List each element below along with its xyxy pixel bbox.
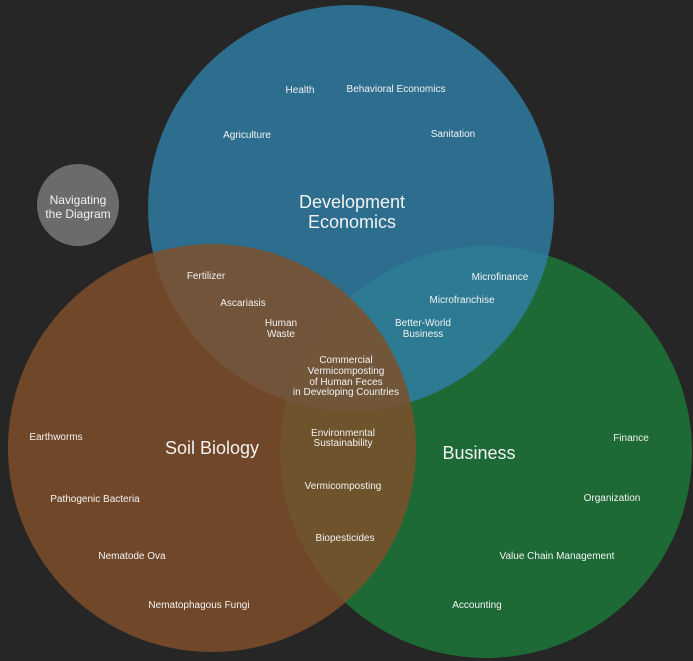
label-organization[interactable]: Organization <box>584 493 641 504</box>
label-env-1[interactable]: Environmental <box>311 428 375 439</box>
label-center-4[interactable]: in Developing Countries <box>293 387 399 398</box>
business-title: Business <box>442 443 515 463</box>
label-human-waste-1[interactable]: Human <box>265 318 297 329</box>
nav-line-2: the Diagram <box>45 207 110 221</box>
label-sanitation[interactable]: Sanitation <box>431 129 475 140</box>
label-microfinance[interactable]: Microfinance <box>472 272 529 283</box>
label-earthworms[interactable]: Earthworms <box>29 432 82 443</box>
label-better-world-2[interactable]: Business <box>403 329 444 340</box>
label-health[interactable]: Health <box>286 85 315 96</box>
label-ascariasis[interactable]: Ascariasis <box>220 298 266 309</box>
label-fertilizer[interactable]: Fertilizer <box>187 271 226 282</box>
label-microfranchise[interactable]: Microfranchise <box>429 295 494 306</box>
label-vermicomposting[interactable]: Vermicomposting <box>305 481 382 492</box>
soil-biology-circle[interactable] <box>8 244 416 652</box>
nav-line-1: Navigating <box>50 193 107 207</box>
label-human-waste-2[interactable]: Waste <box>267 329 295 340</box>
label-agriculture[interactable]: Agriculture <box>223 130 271 141</box>
label-center-1[interactable]: Commercial <box>319 355 372 366</box>
label-behavioral[interactable]: Behavioral Economics <box>347 84 446 95</box>
nav-button[interactable]: Navigating the Diagram <box>37 164 119 246</box>
label-env-2[interactable]: Sustainability <box>314 438 373 449</box>
label-value-chain[interactable]: Value Chain Management <box>500 551 615 562</box>
label-accounting[interactable]: Accounting <box>452 600 501 611</box>
development-title-1: Development <box>299 192 405 212</box>
label-pathogenic[interactable]: Pathogenic Bacteria <box>50 494 140 505</box>
label-biopesticides[interactable]: Biopesticides <box>316 533 375 544</box>
label-finance[interactable]: Finance <box>613 433 649 444</box>
label-center-3[interactable]: of Human Feces <box>309 377 382 388</box>
label-fungi[interactable]: Nematophagous Fungi <box>148 600 249 611</box>
label-better-world-1[interactable]: Better-World <box>395 318 451 329</box>
label-nematode[interactable]: Nematode Ova <box>98 551 166 562</box>
soil-title: Soil Biology <box>165 438 259 458</box>
development-title-2: Economics <box>308 212 396 232</box>
label-center-2[interactable]: Vermicomposting <box>308 366 385 377</box>
